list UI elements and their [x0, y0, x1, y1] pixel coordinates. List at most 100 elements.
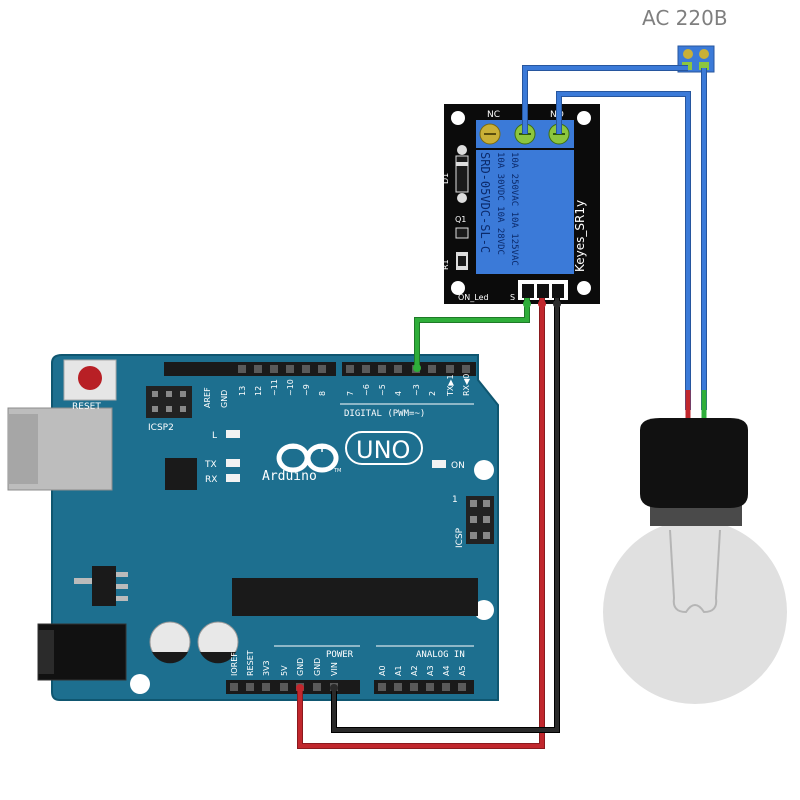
relay-mount-hole: [451, 281, 465, 295]
reset-button-cap[interactable]: [78, 366, 102, 390]
pin-label: RX◀0: [462, 374, 471, 396]
pin-label: 8: [318, 391, 327, 396]
relay-part-number: SRD-05VDC-SL-C: [478, 152, 492, 253]
relay-rating-2: 10A 30VDC 10A 28VDC: [495, 152, 505, 255]
wire-end: [330, 684, 338, 692]
power-source-label: AC 220B: [642, 6, 728, 30]
analog-section-label: ANALOG IN: [416, 650, 465, 660]
led-on: [432, 460, 446, 468]
header-pin[interactable]: [410, 683, 418, 691]
pin-label: A2: [410, 665, 419, 676]
power-section-label: POWER: [326, 650, 354, 660]
digital-label: DIGITAL (PWM=~): [344, 409, 425, 419]
header-pin[interactable]: [426, 683, 434, 691]
wire-black-gnd-core: [332, 298, 559, 732]
led-tx-label: TX: [204, 460, 217, 470]
wire-end: [523, 300, 531, 308]
header-pin[interactable]: [378, 365, 386, 373]
wire-end: [413, 364, 421, 372]
header-pin[interactable]: [313, 683, 321, 691]
header-pin[interactable]: [254, 365, 262, 373]
relay-mount-hole: [577, 281, 591, 295]
bulb-glass: [603, 520, 787, 704]
header-pin[interactable]: [446, 365, 454, 373]
wire-end: [296, 684, 304, 692]
led-on-label: ON: [451, 461, 465, 471]
header-pin[interactable]: [246, 683, 254, 691]
dc-power-jack-front: [38, 630, 54, 674]
header-pin[interactable]: [362, 365, 370, 373]
header-pin[interactable]: [318, 365, 326, 373]
power-header: [226, 680, 360, 694]
pin-label: VIN: [330, 662, 339, 676]
pin-label: ~10: [286, 379, 295, 396]
header-pin[interactable]: [230, 683, 238, 691]
capacitor: [197, 621, 239, 664]
pin-label: 3V3: [262, 660, 271, 676]
d1-label: D1: [441, 173, 450, 184]
header-pin[interactable]: [462, 365, 470, 373]
header-pin[interactable]: [280, 683, 288, 691]
pin-label: ~5: [378, 384, 387, 396]
pin-label: 7: [346, 391, 355, 396]
diode-d1: [455, 145, 469, 203]
digital-header-right: [342, 362, 476, 376]
voltage-regulator: [74, 566, 128, 606]
pin-label: A1: [394, 665, 403, 676]
pin-label: A5: [458, 665, 467, 676]
header-pin[interactable]: [428, 365, 436, 373]
pin-label: IOREF: [230, 652, 239, 676]
header-pin[interactable]: [262, 683, 270, 691]
wire-end: [538, 300, 546, 308]
header-pin[interactable]: [458, 683, 466, 691]
aref-label: AREF: [203, 387, 212, 408]
header-pin[interactable]: [378, 683, 386, 691]
led-tx: [226, 459, 240, 467]
on-led-label: ON_Led: [458, 293, 489, 302]
led-l-label: L: [212, 431, 217, 441]
digital-header-left: [164, 362, 336, 376]
capacitor: [149, 621, 191, 664]
wires: [296, 65, 707, 749]
led-rx: [226, 474, 240, 482]
header-pin[interactable]: [302, 365, 310, 373]
pin-label: ~9: [302, 384, 311, 396]
header-pin[interactable]: [346, 365, 354, 373]
light-bulb: [603, 418, 787, 704]
relay-mount-hole: [577, 111, 591, 125]
relay-brand-label: Keyes_SR1y: [573, 200, 587, 272]
svg-text:−: −: [288, 441, 298, 455]
header-pin[interactable]: [286, 365, 294, 373]
pin-s-label: S: [510, 293, 515, 302]
r1-label: R1: [441, 259, 450, 270]
icsp-pin1-label: 1: [452, 495, 458, 505]
reset-label: RESET: [72, 402, 101, 412]
wire-blue-com-core: [523, 66, 688, 134]
header-pin[interactable]: [394, 365, 402, 373]
led-l: [226, 430, 240, 438]
header-pin[interactable]: [238, 365, 246, 373]
pin-label: 4: [394, 391, 403, 396]
header-pin[interactable]: [270, 365, 278, 373]
relay-mount-hole: [451, 111, 465, 125]
pin-label: RESET: [246, 650, 255, 676]
resistor-r1: [456, 252, 468, 270]
bulb-neck: [650, 504, 742, 526]
mount-hole: [130, 674, 150, 694]
relay-module: NC NO SRD-05VDC-SL-C 10A 30VDC 10A 28VDC…: [441, 104, 600, 304]
digital-pin-row: [238, 365, 470, 373]
pin-label: 13: [238, 386, 247, 396]
header-pin[interactable]: [442, 683, 450, 691]
header-pin[interactable]: [394, 683, 402, 691]
icsp2-label: ICSP2: [148, 423, 174, 433]
wire-blue-no-core: [557, 92, 690, 410]
relay-body: [476, 150, 574, 274]
uno-logo-text: UNO: [356, 436, 410, 464]
icsp-label: ICSP: [455, 527, 465, 548]
icsp2-header: [146, 386, 192, 418]
relay-rating-1: 10A 250VAC 10A 125VAC: [509, 152, 519, 266]
atmega-chip: [232, 578, 478, 616]
